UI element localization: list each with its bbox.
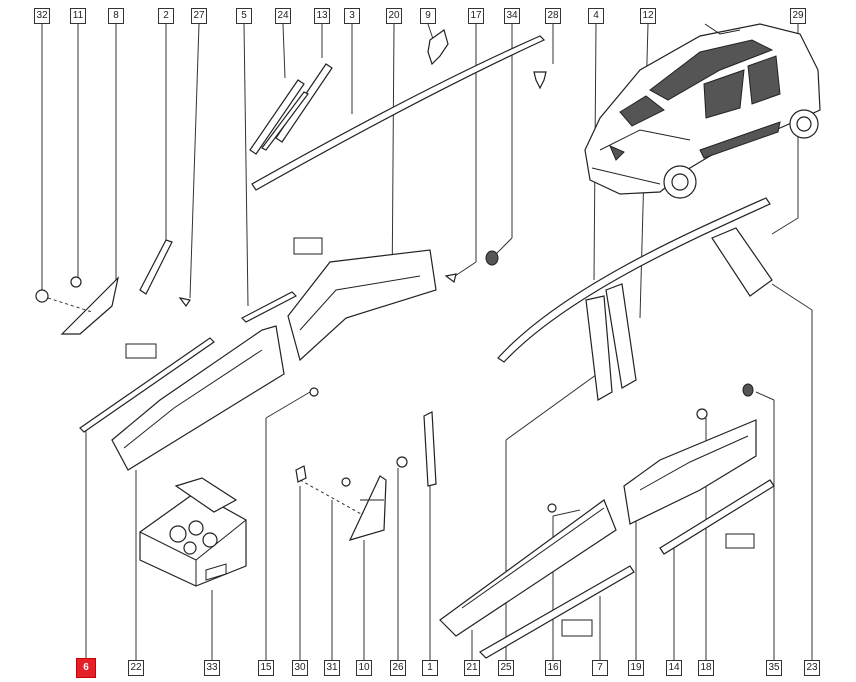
callout-3[interactable]: 3 — [344, 8, 360, 24]
callout-13[interactable]: 13 — [314, 8, 330, 24]
part-pillar-strip — [396, 411, 437, 487]
callout-25[interactable]: 25 — [498, 660, 514, 676]
vehicle-illustration — [584, 23, 821, 199]
part-clip-box — [139, 477, 247, 587]
callout-20[interactable]: 20 — [386, 8, 402, 24]
callout-34[interactable]: 34 — [504, 8, 520, 24]
part-sill-moulding — [439, 499, 635, 659]
callout-1[interactable]: 1 — [422, 660, 438, 676]
callout-12[interactable]: 12 — [640, 8, 656, 24]
part-screw-17 — [444, 273, 457, 284]
part-quarter-trim — [711, 227, 773, 297]
part-fasteners — [309, 383, 754, 513]
part-strip-2 — [139, 239, 191, 308]
callout-5[interactable]: 5 — [236, 8, 252, 24]
part-pillar-covers — [585, 283, 637, 401]
callout-26[interactable]: 26 — [390, 660, 406, 676]
callout-33[interactable]: 33 — [204, 660, 220, 676]
part-grommet — [485, 250, 499, 266]
callout-11[interactable]: 11 — [70, 8, 86, 24]
callout-24[interactable]: 24 — [275, 8, 291, 24]
callout-4[interactable]: 4 — [588, 8, 604, 24]
part-fixings-30-31 — [295, 465, 387, 541]
callout-19[interactable]: 19 — [628, 660, 644, 676]
callout-9[interactable]: 9 — [420, 8, 436, 24]
callout-22[interactable]: 22 — [128, 660, 144, 676]
callout-30[interactable]: 30 — [292, 660, 308, 676]
part-bracket — [427, 29, 449, 66]
callout-27[interactable]: 27 — [191, 8, 207, 24]
callout-35[interactable]: 35 — [766, 660, 782, 676]
part-rear-door-trim — [287, 237, 437, 362]
callout-14[interactable]: 14 — [666, 660, 682, 676]
callout-2[interactable]: 2 — [158, 8, 174, 24]
part-front-door-trim — [111, 325, 285, 471]
part-corner-trim — [35, 276, 120, 335]
part-rear-lower-trim — [623, 419, 775, 555]
callout-16[interactable]: 16 — [545, 660, 561, 676]
callout-10[interactable]: 10 — [356, 660, 372, 676]
part-strip-5 — [240, 291, 298, 323]
callout-7[interactable]: 7 — [592, 660, 608, 676]
part-strip-6 — [79, 337, 215, 433]
part-window-trim — [249, 63, 333, 155]
callout-21[interactable]: 21 — [464, 660, 480, 676]
callout-8[interactable]: 8 — [108, 8, 124, 24]
part-clip-28 — [533, 71, 547, 90]
callout-31[interactable]: 31 — [324, 660, 340, 676]
callout-6[interactable]: 6 — [76, 658, 96, 678]
callout-32[interactable]: 32 — [34, 8, 50, 24]
part-roof-rail — [497, 197, 771, 363]
callout-17[interactable]: 17 — [468, 8, 484, 24]
callout-28[interactable]: 28 — [545, 8, 561, 24]
callout-29[interactable]: 29 — [790, 8, 806, 24]
callout-15[interactable]: 15 — [258, 660, 274, 676]
leader-lines-bottom — [85, 283, 813, 660]
callout-23[interactable]: 23 — [804, 660, 820, 676]
callout-18[interactable]: 18 — [698, 660, 714, 676]
part-roof-moulding — [251, 35, 546, 191]
